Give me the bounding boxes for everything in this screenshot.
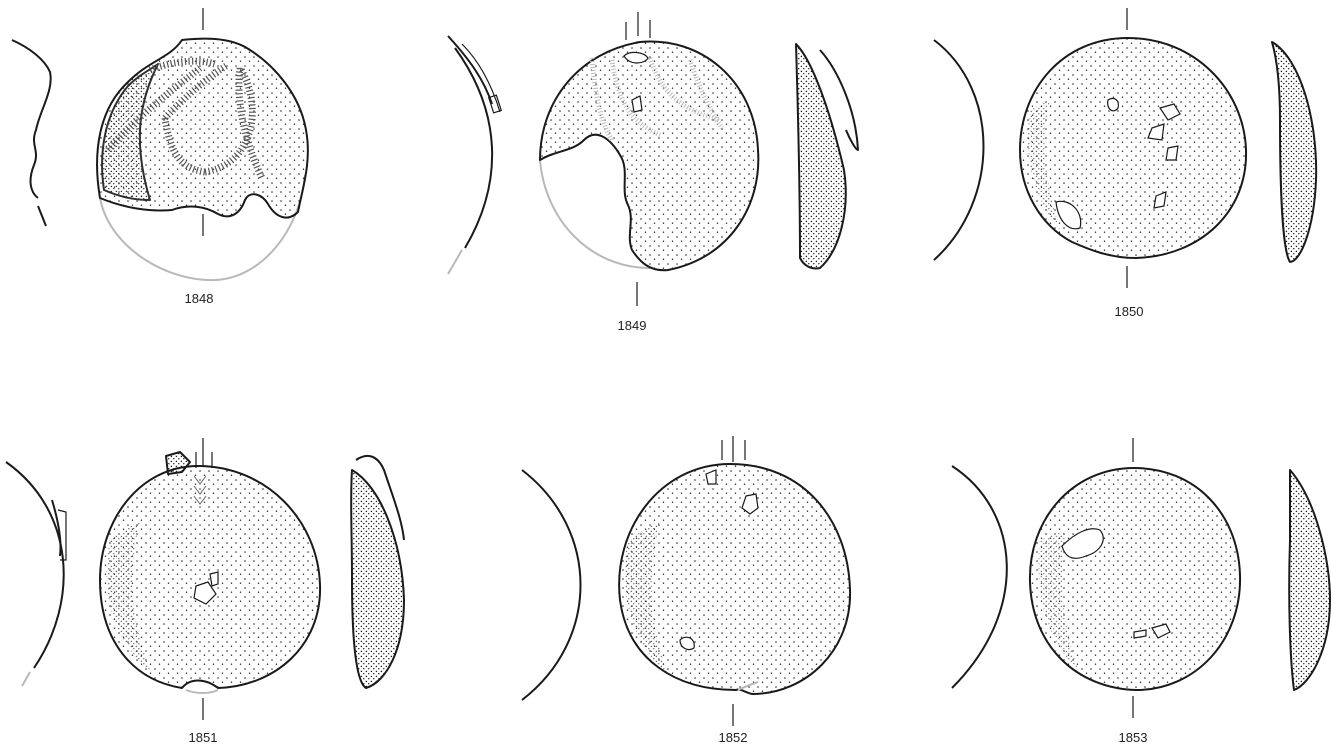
profile-arc [454, 47, 494, 249]
profile-arc [951, 465, 1008, 689]
reconstructed-outline [539, 159, 651, 269]
object-1851: 1851 [5, 438, 405, 745]
profile-section [11, 39, 52, 199]
object-1853: 1853 [951, 438, 1331, 745]
object-1849: 1849 [447, 12, 859, 333]
catalogue-number: 1848 [185, 291, 214, 306]
catalogue-number: 1852 [719, 730, 748, 745]
object-1848: 1848 [11, 8, 309, 306]
side-profile [1288, 469, 1331, 691]
object-1852: 1852 [521, 436, 852, 745]
side-profile [350, 469, 405, 689]
fragment-body [539, 40, 760, 272]
disc-body [1028, 467, 1242, 691]
disc-body [1019, 37, 1248, 259]
profile-arc [521, 469, 582, 701]
disc-body [618, 463, 852, 695]
reconstructed-outline [99, 174, 306, 282]
side-profile [795, 43, 847, 270]
catalogue-number: 1851 [189, 730, 218, 745]
catalogue-number: 1849 [618, 318, 647, 333]
side-profile [1271, 41, 1318, 263]
profile-arc [933, 39, 985, 261]
object-1850: 1850 [933, 8, 1318, 319]
profile-arc [5, 461, 65, 669]
catalogue-number: 1850 [1115, 304, 1144, 319]
catalogue-number: 1853 [1119, 730, 1148, 745]
